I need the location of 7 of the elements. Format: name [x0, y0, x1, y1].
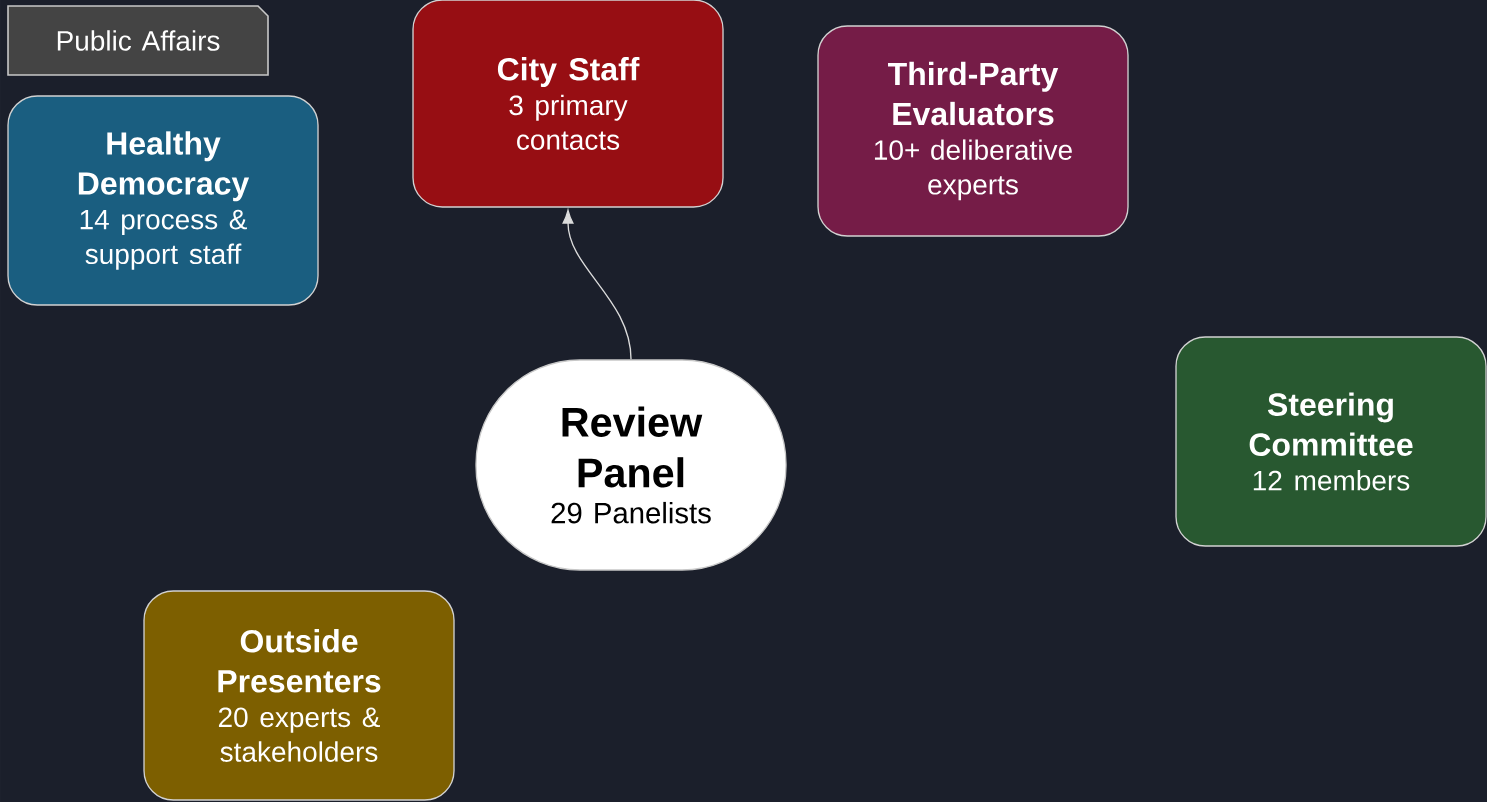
group-box: Healthy Democracy 14 process & support staff [7, 95, 319, 306]
group-box: Steering Committee 12 members [1175, 336, 1487, 547]
group-box: Third-Party Evaluators 10+ deliberative experts [817, 25, 1129, 237]
arrow [562, 209, 632, 360]
group-box: City Staff 3 primary contacts [412, 0, 724, 208]
note-box: Public Affairs [7, 5, 269, 76]
group-box: Outside Presenters 20 experts & stakeholders [143, 590, 455, 801]
